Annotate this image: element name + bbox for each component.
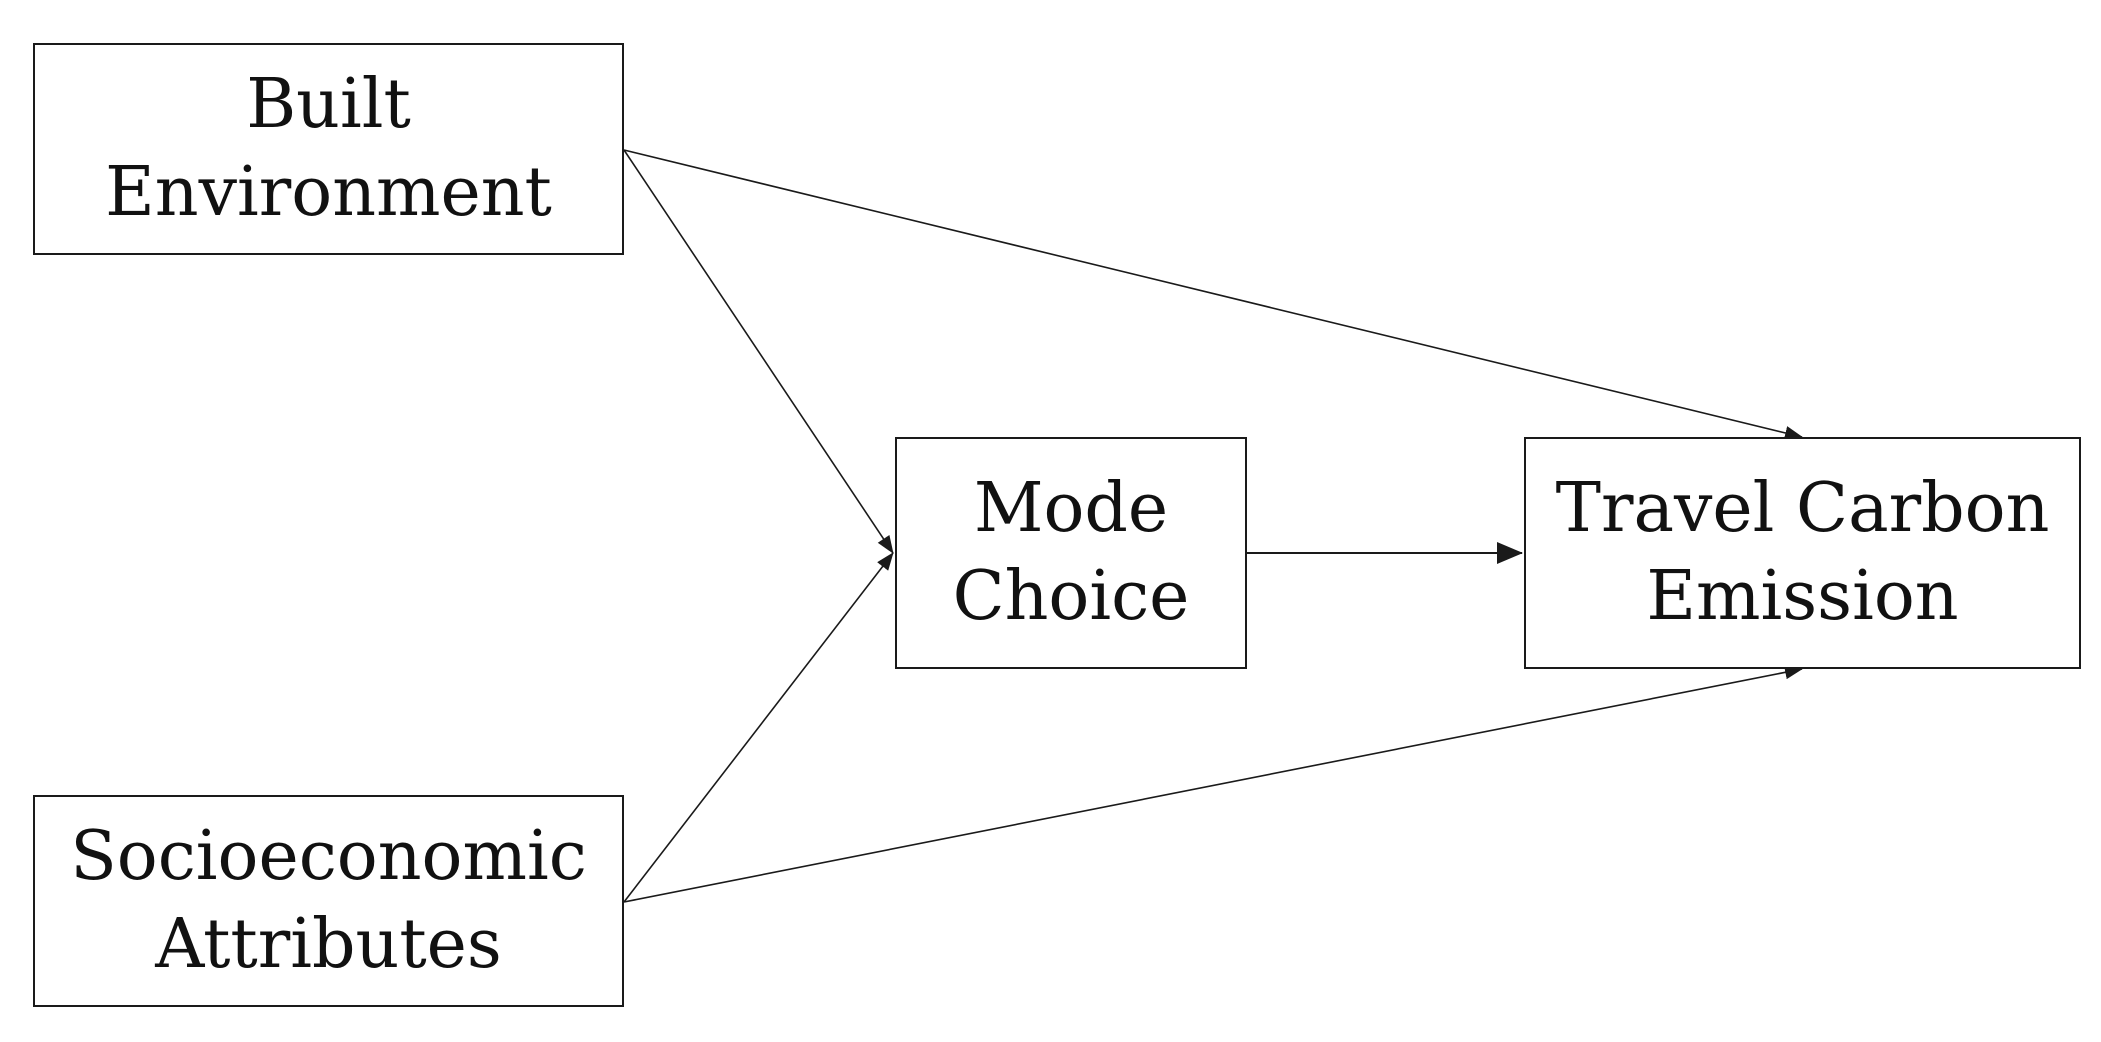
arrow-built-to-carbon — [623, 149, 1803, 440]
node-built-environment-line1: Built — [246, 65, 411, 144]
node-mode-choice-line1: Mode — [973, 469, 1169, 548]
arrow-socio-to-carbon — [623, 665, 1803, 903]
node-travel-carbon-emission: Travel Carbon Emission — [1524, 437, 2081, 669]
node-travel-carbon-line2: Emission — [1646, 557, 1959, 636]
node-socioeconomic-attributes: Socioeconomic Attributes — [33, 795, 624, 1007]
node-built-environment: Built Environment — [33, 43, 624, 255]
node-socioeconomic-line2: Attributes — [155, 905, 502, 984]
node-mode-choice-line2: Choice — [952, 557, 1190, 636]
arrow-built-to-mode — [623, 149, 894, 554]
node-built-environment-line2: Environment — [105, 153, 552, 232]
node-socioeconomic-line1: Socioeconomic — [70, 817, 587, 896]
node-travel-carbon-line1: Travel Carbon — [1555, 469, 2050, 548]
arrow-socio-to-mode — [623, 552, 894, 903]
node-mode-choice: Mode Choice — [895, 437, 1247, 669]
